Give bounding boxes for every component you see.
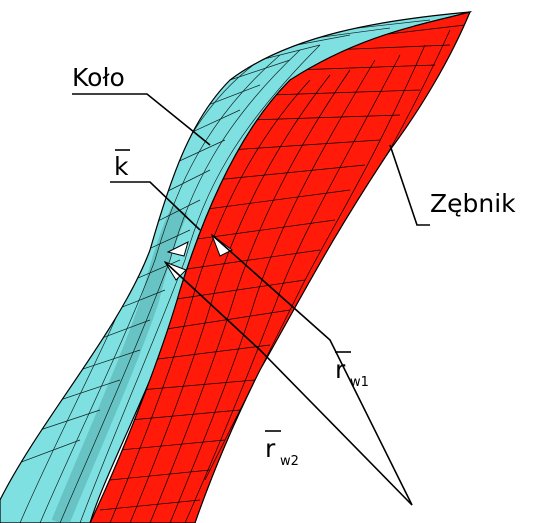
rw2-label: r w2	[265, 430, 299, 469]
rw1-label: r w1	[335, 351, 369, 390]
rw2-sub: w2	[280, 454, 299, 469]
k-vector-text: k	[114, 152, 129, 181]
rw2-main: r	[265, 434, 276, 463]
k-vector-label: k	[114, 149, 130, 181]
rw1-sub: w1	[350, 375, 369, 390]
pinion-tooth-surface	[89, 11, 472, 523]
pinion-label: Zębnik	[430, 189, 516, 218]
leader-lines	[72, 93, 430, 506]
wheel-label: Koło	[72, 63, 125, 92]
rw1-main: r	[335, 355, 346, 384]
